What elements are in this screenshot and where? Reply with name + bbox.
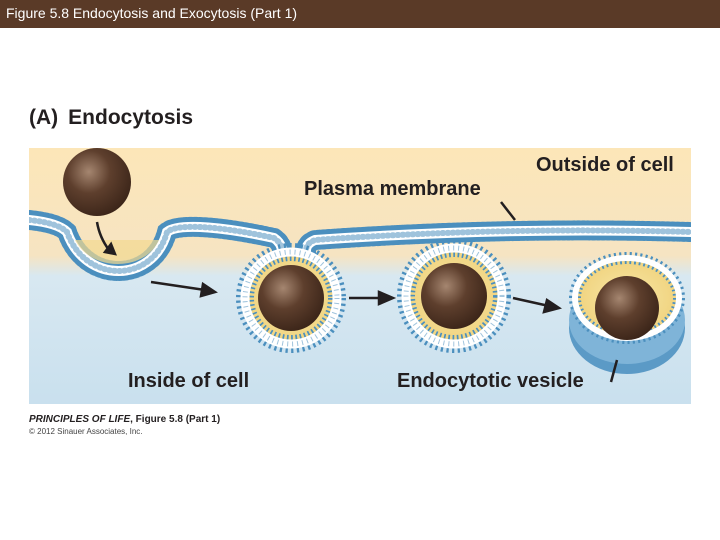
panel-heading: (A) Endocytosis <box>29 106 193 130</box>
panel-title: Endocytosis <box>68 106 194 129</box>
process-arrows <box>95 221 562 314</box>
extracellular-particle <box>63 148 131 216</box>
endocytotic-vesicle-3d <box>569 252 685 374</box>
figure-credit: PRINCIPLES OF LIFE, Figure 5.8 (Part 1) <box>29 414 220 425</box>
endocytotic-vesicle-label: Endocytotic vesicle <box>397 370 584 392</box>
endocytotic-vesicle-1 <box>397 239 511 353</box>
title-bar: Figure 5.8 Endocytosis and Exocytosis (P… <box>0 0 720 28</box>
inside-of-cell-label: Inside of cell <box>128 370 250 392</box>
figure-ref: , Figure 5.8 (Part 1) <box>130 414 221 425</box>
diagram-illustration <box>29 148 691 404</box>
plasma-membrane-label: Plasma membrane <box>304 178 481 200</box>
book-title: PRINCIPLES OF LIFE <box>29 414 131 425</box>
panel-letter: (A) <box>29 106 59 129</box>
outside-of-cell-label: Outside of cell <box>536 154 674 176</box>
slide-title: Figure 5.8 Endocytosis and Exocytosis (P… <box>6 5 298 21</box>
label-leaders <box>500 201 619 383</box>
pocket-shade <box>75 240 159 264</box>
forming-vesicle <box>236 243 346 353</box>
endocytosis-diagram <box>29 148 691 404</box>
copyright-notice: © 2012 Sinauer Associates, Inc. <box>29 427 143 436</box>
